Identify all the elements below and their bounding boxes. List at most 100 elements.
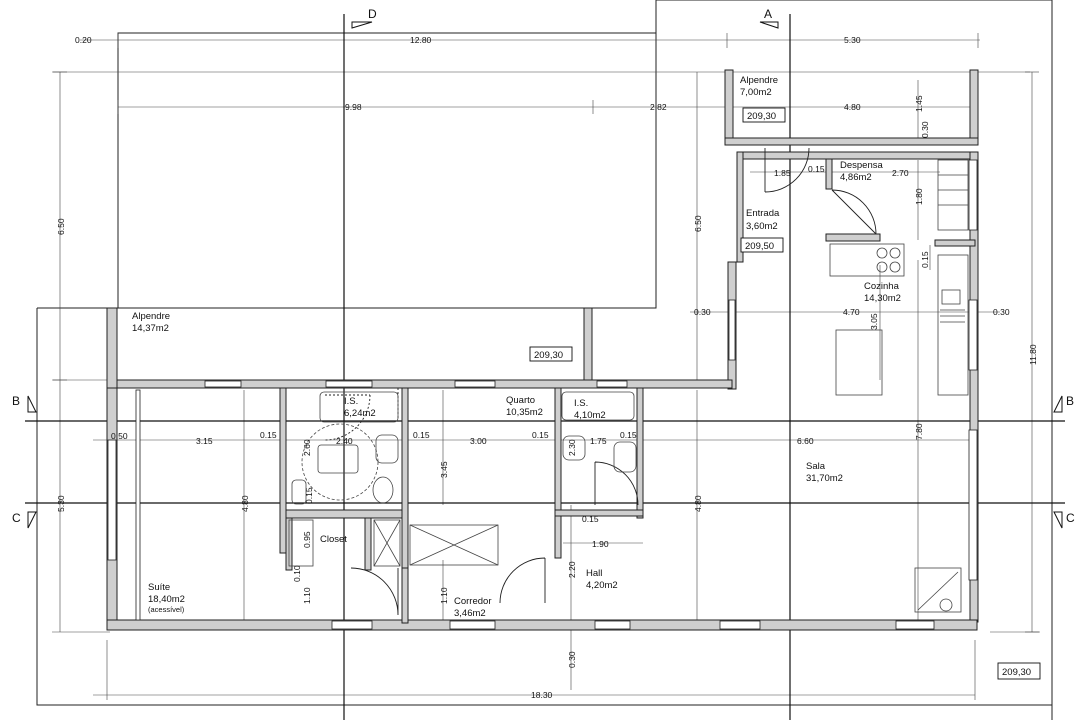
fixtures: [288, 159, 969, 613]
dim-v-030a: 0.30: [920, 121, 930, 138]
quarto-wardrobe: [409, 524, 499, 566]
section-label-b-left: B: [12, 394, 20, 408]
dim-v-145: 1.45: [914, 95, 924, 112]
room-closet-name: Closet: [320, 534, 347, 545]
dim-left-530: 5.30: [56, 495, 66, 512]
room-corredor-area: 3,46m2: [454, 608, 486, 619]
dim-mid-650: 6.50: [693, 215, 703, 232]
is1-sink: [375, 434, 399, 464]
kitchen-counter-right: [937, 254, 969, 396]
dim-hall-015: 0.15: [582, 514, 599, 524]
kitchen-counter: [829, 243, 905, 277]
level-markers: 209,30 209,50 209,30 209,30: [529, 107, 1041, 680]
dim-v-010: 0.10: [292, 565, 302, 582]
room-suite-name: Suíte: [148, 582, 170, 593]
room-hall-area: 4,20m2: [586, 580, 618, 591]
dim-right-1180: 11.80: [1028, 344, 1038, 365]
room-is2-name: I.S.: [574, 398, 588, 409]
room-despensa-name: Despensa: [840, 160, 883, 171]
site-outlines: [36, 0, 1053, 720]
dim-v-345: 3.45: [439, 461, 449, 478]
room-cozinha-name: Cozinha: [864, 281, 900, 292]
section-marker-c-right: [1053, 511, 1063, 529]
dining-table: [835, 329, 883, 396]
dim-v-220: 2.20: [567, 561, 577, 578]
dim-r-300: 3.00: [470, 436, 487, 446]
room-alpendre-top-name: Alpendre: [740, 75, 778, 86]
room-despensa-area: 4,86m2: [840, 172, 872, 183]
windows: [107, 159, 978, 630]
room-is2-area: 4,10m2: [574, 410, 606, 421]
dim-d-015a: 0.15: [808, 164, 825, 174]
dim-d-030-left: 0.30: [694, 307, 711, 317]
dim-v-230: 2.30: [567, 439, 577, 456]
dimension-labels: 0.20 12.80 5.30 9.98 2.82 4.80 1.45 0.30…: [56, 35, 1038, 700]
is1-bidet: [291, 479, 307, 505]
room-quarto-name: Quarto: [506, 395, 535, 406]
room-alpendre-top-area: 7,00m2: [740, 87, 772, 98]
dim-d-190: 1.90: [592, 539, 609, 549]
dim-top-1280: 12.80: [410, 35, 432, 45]
pantry-shelf: [937, 159, 969, 231]
site-boundary-right: [655, 0, 1053, 720]
section-label-c-right: C: [1066, 511, 1075, 525]
dim-d-270: 2.70: [892, 168, 909, 178]
dim-v-110b: 1.10: [439, 587, 449, 604]
dim-top-530: 5.30: [844, 35, 861, 45]
room-is1-name: I.S.: [344, 396, 358, 407]
dim-r-015b: 0.15: [413, 430, 430, 440]
dim-v-015: 0.15: [920, 251, 930, 268]
dim-r-175: 1.75: [590, 436, 607, 446]
dim-r-015d: 0.15: [620, 430, 637, 440]
is1-shower: [319, 391, 399, 423]
room-is1-area: 6,24m2: [344, 408, 376, 419]
sala-bench: [914, 567, 962, 613]
dim-v-030b: 0.30: [567, 651, 577, 668]
level-alpendre-left: 209,30: [534, 350, 563, 361]
dim-v-260: 2.60: [302, 439, 312, 456]
room-quarto-area: 10,35m2: [506, 407, 543, 418]
level-alpendre-top: 209,30: [747, 111, 776, 122]
room-alpendre-left-name: Alpendre: [132, 311, 170, 322]
room-alpendre-left-area: 14,37m2: [132, 323, 169, 334]
dim-row-282: 2.82: [650, 102, 667, 112]
is1-wheelchair-icon: [317, 444, 359, 474]
section-marker-d: [351, 21, 373, 29]
is2-toilet: [613, 441, 637, 473]
section-markers: [27, 21, 1063, 529]
room-suite-area: 18,40m2: [148, 594, 185, 605]
section-label-b-right: B: [1066, 394, 1074, 408]
doors: [324, 147, 877, 616]
alpendre-roof-outline: [117, 32, 657, 309]
dim-v-015-closet: 0.15: [304, 487, 314, 504]
dim-d-185: 1.85: [774, 168, 791, 178]
room-entrada-area: 3,60m2: [746, 221, 778, 232]
section-label-c-left: C: [12, 511, 21, 525]
level-site: 209,30: [1002, 667, 1031, 678]
dim-left-650: 6.50: [56, 218, 66, 235]
room-sala-area: 31,70m2: [806, 473, 843, 484]
dim-d-470: 4.70: [843, 307, 860, 317]
dim-r-315: 3.15: [196, 436, 213, 446]
section-lines: [25, 14, 1065, 720]
section-marker-a: [759, 21, 779, 29]
section-marker-b-right: [1053, 395, 1063, 413]
dim-bottom-1830: 18.30: [531, 690, 553, 700]
room-sala-name: Sala: [806, 461, 826, 472]
dimension-lines: [52, 33, 1040, 700]
dim-v-480b: 4.80: [693, 495, 703, 512]
dim-r-240: 2.40: [336, 436, 353, 446]
room-hall-name: Hall: [586, 568, 602, 579]
section-label-a: A: [764, 7, 772, 21]
is2-shower: [561, 391, 635, 421]
room-corredor-name: Corredor: [454, 596, 492, 607]
section-marker-c-left: [27, 511, 37, 529]
dim-v-480a: 4.80: [240, 495, 250, 512]
kitchen-sink: [941, 289, 961, 305]
dim-r-660: 6.60: [797, 436, 814, 446]
dim-row-998: 9.98: [345, 102, 362, 112]
dim-r-050: 0.50: [111, 431, 128, 441]
room-cozinha-area: 14,30m2: [864, 293, 901, 304]
room-labels: Alpendre 7,00m2 Despensa 4,86m2 Entrada …: [132, 75, 901, 619]
